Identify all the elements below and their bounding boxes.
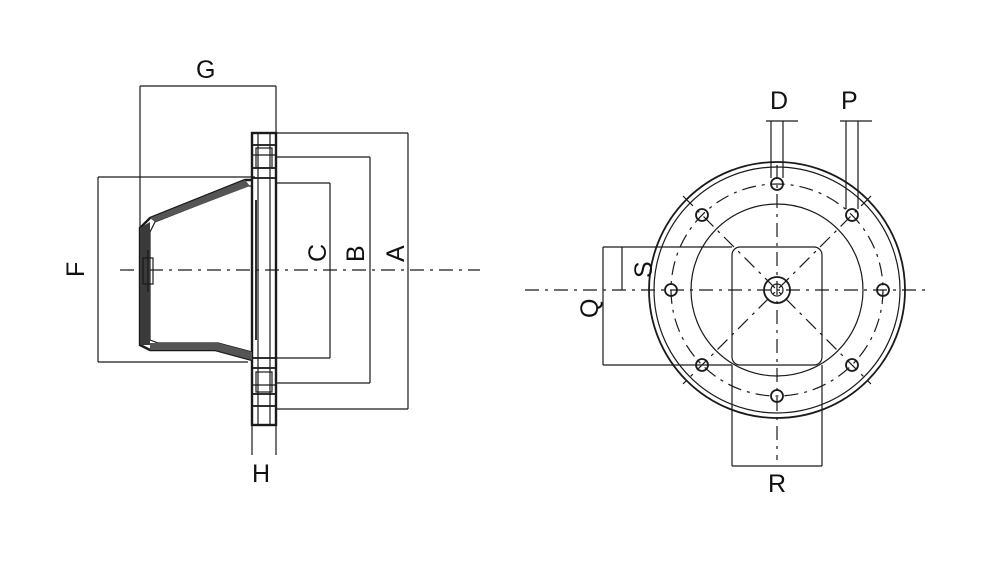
- label-G: G: [196, 56, 215, 84]
- dimension-D: D: [766, 87, 798, 178]
- dimension-P: P: [840, 87, 872, 209]
- dimension-S: S: [621, 246, 732, 290]
- label-A: A: [382, 245, 410, 262]
- hub-inner: [770, 283, 784, 297]
- label-P: P: [841, 87, 858, 115]
- label-D: D: [770, 87, 788, 115]
- label-S: S: [630, 261, 658, 278]
- flange-outer-circle: [648, 161, 906, 419]
- dimension-C: C: [276, 182, 332, 359]
- bell-housing: [138, 178, 257, 362]
- bolt-circle: [670, 183, 884, 397]
- label-F: F: [62, 262, 90, 277]
- front-view: D P S Q R: [525, 87, 930, 498]
- dimension-A: A: [276, 132, 410, 410]
- label-C: C: [304, 244, 332, 262]
- dimension-F: F: [62, 176, 255, 363]
- label-B: B: [342, 245, 370, 262]
- dimension-G: G: [139, 56, 277, 228]
- dimension-R: R: [731, 365, 823, 498]
- label-R: R: [768, 470, 786, 498]
- dimension-Q: Q: [576, 246, 732, 366]
- spigot-circle: [690, 203, 864, 377]
- dimension-B: B: [276, 156, 371, 384]
- flange-outer-circle-inner: [653, 166, 901, 414]
- label-Q: Q: [576, 299, 604, 318]
- label-H: H: [252, 460, 270, 488]
- square-plate: [731, 246, 823, 366]
- side-view: G F C B A: [62, 56, 480, 488]
- hub-outer: [763, 276, 791, 304]
- dimension-H: H: [251, 425, 277, 488]
